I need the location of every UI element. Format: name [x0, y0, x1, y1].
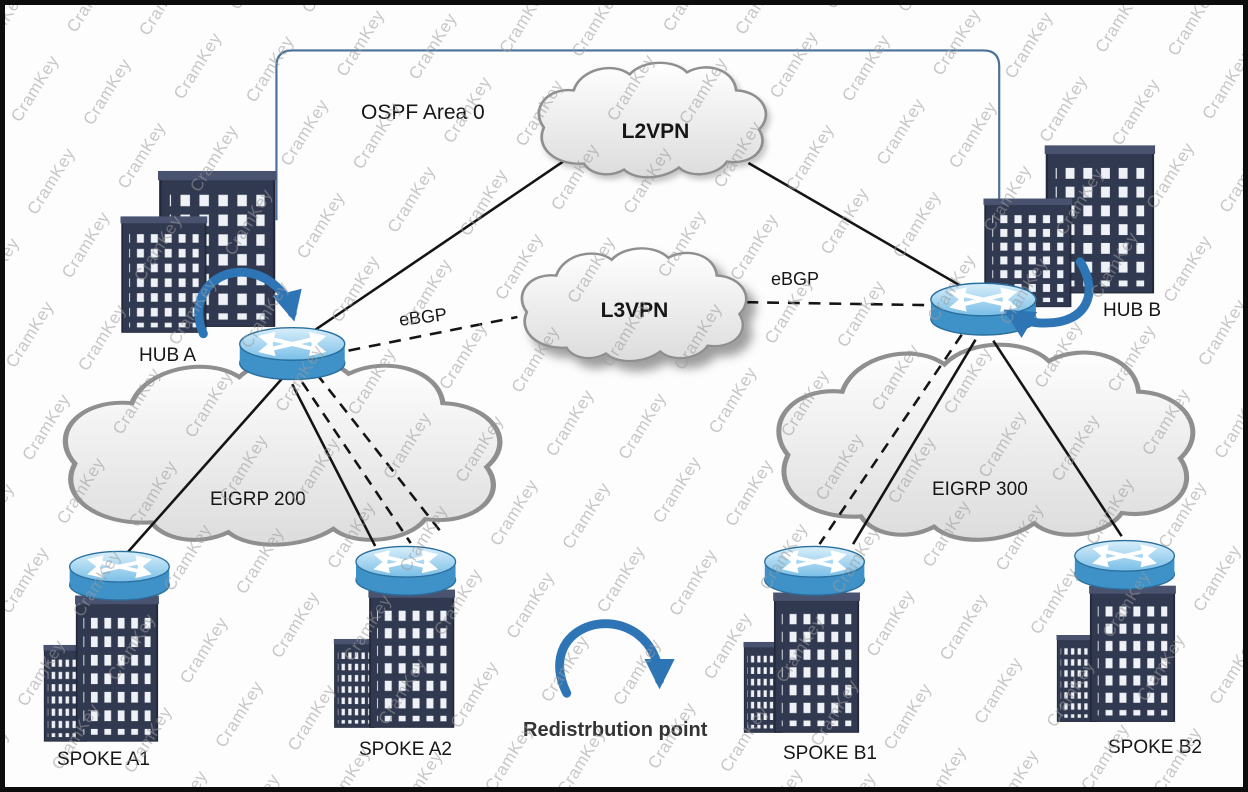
hub-b-router: [931, 283, 1036, 335]
link-hubb-spokeb1-dashed: [818, 334, 963, 545]
spoke-a1-building: [43, 595, 159, 742]
diagram-canvas: [43, 49, 1243, 742]
link-huba-spokea1: [123, 377, 284, 557]
redistribution-point-arrow: [555, 619, 675, 698]
spoke-b2-building: [1056, 585, 1176, 722]
link-huba-spokea2-dashed2: [315, 373, 446, 538]
hub-b-redistribution-arrow: [1003, 257, 1094, 338]
ospf-area-label: OSPF Area 0: [361, 101, 485, 124]
spoke-a2-label: SPOKE A2: [359, 739, 452, 760]
hub-a-redistribution-arrow: [194, 267, 302, 339]
link-huba-l2vpn: [298, 152, 577, 342]
spoke-b1-building: [743, 592, 860, 733]
link-hubb-spokeb1-solid: [851, 339, 977, 545]
link-hubb-spokeb2: [992, 340, 1123, 537]
spoke-b2-label: SPOKE B2: [1108, 737, 1202, 758]
redistribution-point-label: Redistrbution point: [523, 719, 708, 741]
hub-b-buildings: [983, 145, 1156, 308]
link-l3vpn-hubb-ebgp: [746, 300, 931, 307]
eigrp-200-label: EIGRP 200: [210, 489, 306, 510]
spoke-a1-label: SPOKE A1: [57, 749, 150, 770]
ospf-area-boundary-line: [275, 49, 1001, 221]
hub-a-label: HUB A: [139, 345, 197, 366]
spoke-b1-router: [765, 546, 865, 595]
spoke-a2-building: [333, 589, 456, 728]
hub-b-label: HUB B: [1103, 300, 1162, 321]
spoke-a1-router: [70, 551, 170, 600]
ebgp-right-label: eBGP: [771, 269, 820, 289]
spoke-b1-label: SPOKE B1: [783, 743, 877, 764]
eigrp-300-label: EIGRP 300: [932, 479, 1028, 500]
eigrp-200-cloud: [65, 358, 500, 544]
l3vpn-label: L3VPN: [600, 299, 669, 322]
l2vpn-label: L2VPN: [621, 120, 690, 143]
spoke-a2-router: [356, 546, 456, 595]
link-huba-l3vpn-ebgp: [348, 315, 518, 352]
spoke-b2-router: [1075, 541, 1175, 590]
hub-a-router: [240, 328, 345, 380]
link-hubb-l2vpn: [747, 161, 975, 295]
link-huba-spokea2-solid: [291, 383, 377, 547]
link-huba-spokea2-dashed1: [301, 381, 412, 544]
